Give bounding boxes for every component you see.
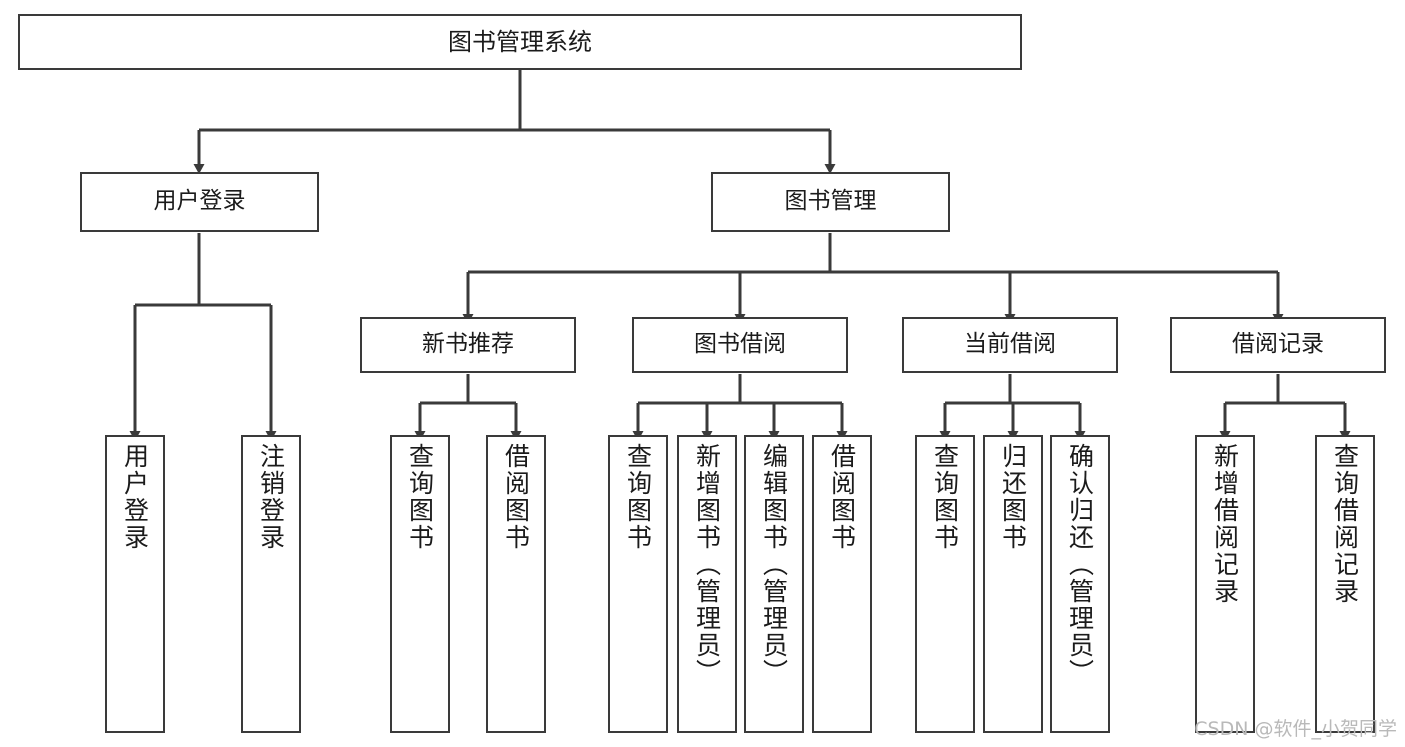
node-new-book-recommend[interactable]: 新书推荐 bbox=[360, 317, 576, 373]
leaf-current-return-book[interactable]: 归还图书 bbox=[983, 435, 1043, 733]
leaf-record-query-record[interactable]: 查询借阅记录 bbox=[1315, 435, 1375, 733]
leaf-borrow-add-book-admin[interactable]: 新增图书（管理员） bbox=[677, 435, 737, 733]
leaf-borrow-edit-book-admin[interactable]: 编辑图书（管理员） bbox=[744, 435, 804, 733]
node-label: 借阅图书 bbox=[827, 443, 857, 551]
node-label: 图书管理 bbox=[784, 188, 877, 215]
node-label: 用户登录 bbox=[120, 443, 150, 551]
node-label: 查询图书 bbox=[930, 443, 960, 551]
leaf-current-confirm-return-admin[interactable]: 确认归还（管理员） bbox=[1050, 435, 1110, 733]
node-label: 编辑图书（管理员） bbox=[759, 443, 789, 686]
leaf-recommend-borrow-book[interactable]: 借阅图书 bbox=[486, 435, 546, 733]
leaf-recommend-query-book[interactable]: 查询图书 bbox=[390, 435, 450, 733]
node-label: 图书借阅 bbox=[694, 331, 786, 358]
node-label: 当前借阅 bbox=[964, 331, 1056, 358]
node-user-login[interactable]: 用户登录 bbox=[80, 172, 319, 232]
watermark-text: CSDN @软件_小贺同学 bbox=[1194, 718, 1397, 740]
node-label: 新书推荐 bbox=[422, 331, 514, 358]
node-label: 确认归还（管理员） bbox=[1065, 443, 1095, 686]
node-label: 查询图书 bbox=[405, 443, 435, 551]
node-label: 归还图书 bbox=[998, 443, 1028, 551]
node-current-borrow[interactable]: 当前借阅 bbox=[902, 317, 1118, 373]
leaf-borrow-query-book[interactable]: 查询图书 bbox=[608, 435, 668, 733]
node-label: 新增图书（管理员） bbox=[692, 443, 722, 686]
node-borrow-record[interactable]: 借阅记录 bbox=[1170, 317, 1386, 373]
node-root-system[interactable]: 图书管理系统 bbox=[18, 14, 1022, 70]
node-label: 用户登录 bbox=[153, 188, 246, 215]
node-label: 图书管理系统 bbox=[448, 27, 592, 56]
leaf-record-add-record[interactable]: 新增借阅记录 bbox=[1195, 435, 1255, 733]
leaf-user-login-login[interactable]: 用户登录 bbox=[105, 435, 165, 733]
leaf-user-login-logout[interactable]: 注销登录 bbox=[241, 435, 301, 733]
node-book-borrow[interactable]: 图书借阅 bbox=[632, 317, 848, 373]
node-label: 借阅记录 bbox=[1232, 331, 1324, 358]
node-label: 新增借阅记录 bbox=[1210, 443, 1240, 605]
node-book-management[interactable]: 图书管理 bbox=[711, 172, 950, 232]
node-label: 注销登录 bbox=[256, 443, 286, 551]
leaf-current-query-book[interactable]: 查询图书 bbox=[915, 435, 975, 733]
node-label: 查询图书 bbox=[623, 443, 653, 551]
node-label: 借阅图书 bbox=[501, 443, 531, 551]
leaf-borrow-borrow-book[interactable]: 借阅图书 bbox=[812, 435, 872, 733]
node-label: 查询借阅记录 bbox=[1330, 443, 1360, 605]
